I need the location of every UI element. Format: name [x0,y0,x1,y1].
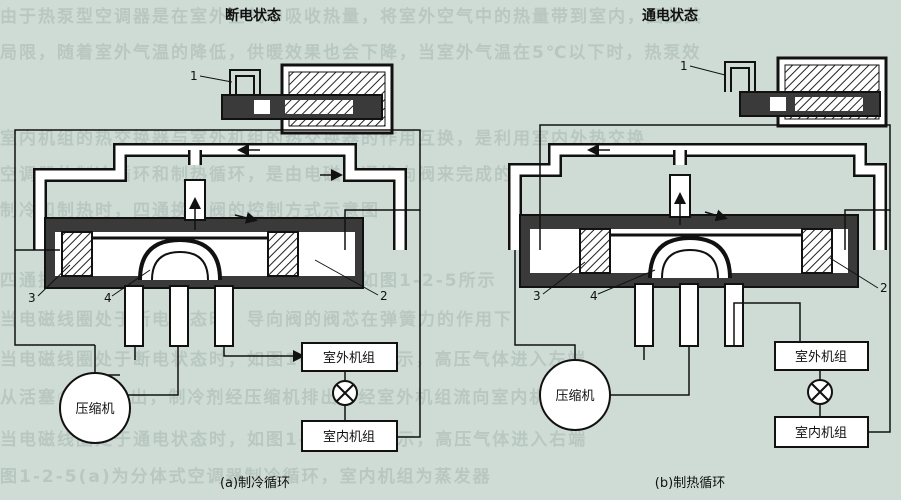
outdoor-unit-label: 室外机组 [795,349,847,365]
diagram-title: 通电状态 [642,7,698,24]
diagram-caption: (b)制热循环 [655,476,725,491]
piston-left [579,228,611,274]
indoor-unit-label: 室内机组 [795,425,847,441]
diagram-cooling: 断电状态 [14,7,421,491]
part-label-2: 2 [380,289,388,303]
part-label-4: 4 [590,289,598,303]
diagram-heating: 通电状态 [508,7,891,491]
diagram-caption: (a)制冷循环 [220,476,290,491]
piston-left [61,231,93,277]
part-label-1: 1 [190,69,198,83]
outdoor-unit-label: 室外机组 [323,350,375,366]
indoor-unit [774,416,869,448]
compressor [59,372,131,444]
indoor-unit-label: 室内机组 [323,429,375,445]
piston-right [267,231,299,277]
piston-right [801,228,833,274]
outdoor-unit [774,341,869,371]
part-label-3: 3 [533,289,541,303]
diagram-title: 断电状态 [225,7,281,24]
compressor-label: 压缩机 [75,401,114,417]
compressor [539,359,611,431]
outdoor-unit [301,342,398,372]
part-label-2: 2 [880,281,888,295]
pilot-line-left [539,124,745,250]
compressor-label: 压缩机 [555,388,594,404]
indoor-unit [301,420,398,452]
part-label-1: 1 [680,59,688,73]
part-label-4: 4 [104,291,112,305]
pilot-line-left [14,129,245,251]
part-label-3: 3 [28,291,36,305]
